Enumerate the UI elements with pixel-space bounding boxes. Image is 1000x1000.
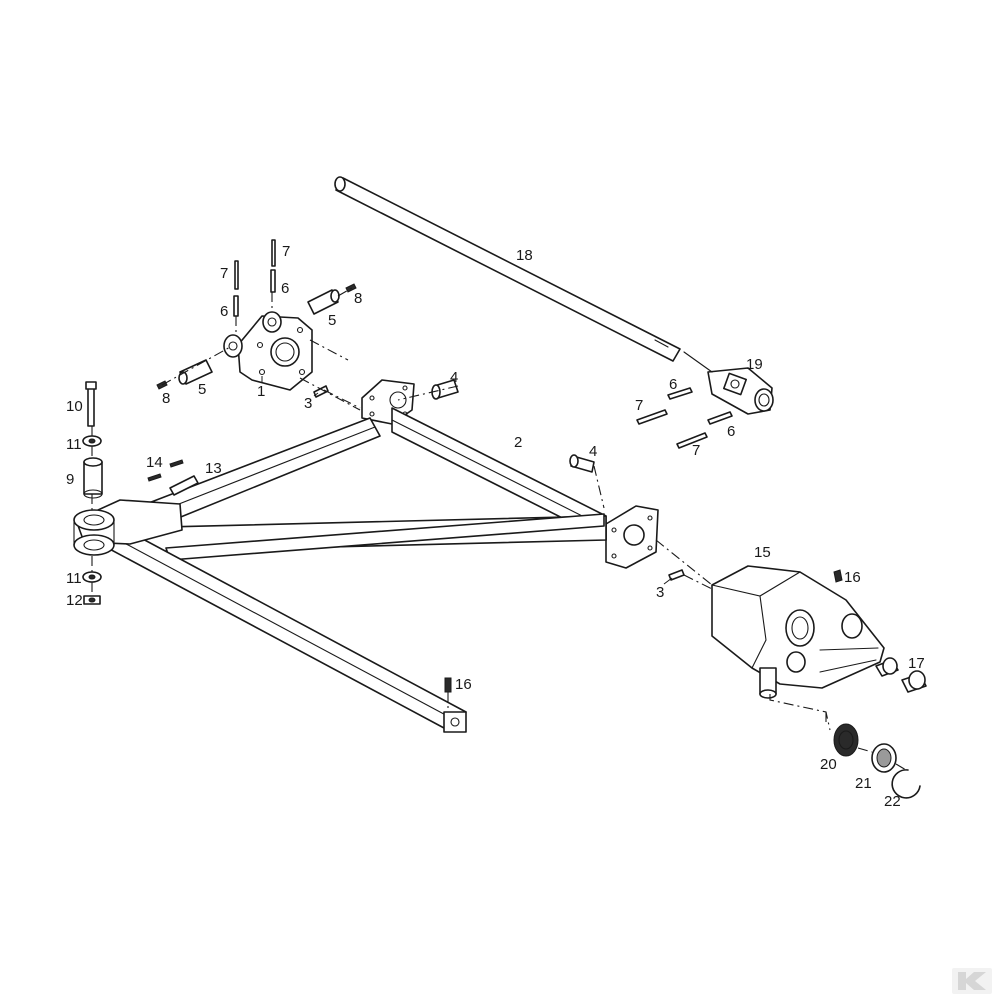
part-5-bushing-left <box>178 359 213 385</box>
callout-8-left: 8 <box>162 390 170 407</box>
callout-4-upper: 4 <box>450 369 458 386</box>
part-5-bushing-right <box>307 289 340 315</box>
callouts: 1 2 3 3 4 4 5 5 6 6 6 6 7 7 7 7 8 8 9 10… <box>66 243 925 810</box>
callout-7-joint-upper: 7 <box>635 397 643 414</box>
part-6-pin-right <box>270 269 276 293</box>
callout-8-right: 8 <box>354 290 362 307</box>
assembly-axis-lines <box>91 287 907 771</box>
callout-11-upper: 11 <box>66 436 82 453</box>
part-6-pin-left <box>233 295 239 317</box>
callout-9: 9 <box>66 471 74 488</box>
part-15-gearbox-housing <box>711 565 885 699</box>
part-16-grease-nipple-housing <box>833 569 843 583</box>
callout-5-left: 5 <box>198 381 206 398</box>
part-19-universal-joint <box>683 351 774 415</box>
part-7-pin-left <box>234 260 239 290</box>
callout-17: 17 <box>908 655 925 672</box>
callout-6-joint-lower: 6 <box>727 423 735 440</box>
part-14-clip-lower <box>147 473 162 482</box>
part-12-nut <box>83 595 101 605</box>
callout-19: 19 <box>746 356 763 373</box>
part-21-bearing <box>871 743 897 773</box>
part-9-spacer-tube <box>83 457 103 499</box>
part-7-roll-pin-right-lower <box>676 432 708 449</box>
part-11-washer-upper <box>82 435 102 447</box>
callout-3-upper: 3 <box>304 395 312 412</box>
part-20-bevel-gear <box>833 723 859 757</box>
part-1-bracket <box>223 311 313 391</box>
callout-7-left: 7 <box>220 265 228 282</box>
part-4-bolt-lower <box>569 454 595 473</box>
callout-16-arm: 16 <box>455 676 472 693</box>
part-11-washer-lower <box>82 571 102 583</box>
part-2-a-frame <box>73 379 659 733</box>
callout-5-right: 5 <box>328 312 336 329</box>
callout-14: 14 <box>146 454 163 471</box>
callout-16-housing: 16 <box>844 569 861 586</box>
part-18-drive-shaft <box>334 176 681 362</box>
part-17-bushing-b <box>901 670 927 693</box>
callout-15: 15 <box>754 544 771 561</box>
callout-7-joint-lower: 7 <box>692 442 700 459</box>
part-13-pin <box>169 475 199 496</box>
callout-21: 21 <box>855 775 872 792</box>
part-6-roll-pin-right-upper <box>667 387 693 400</box>
callout-20: 20 <box>820 756 837 773</box>
part-22-circlip <box>891 769 921 799</box>
callout-12: 12 <box>66 592 83 609</box>
brand-logo <box>952 968 992 994</box>
part-10-bolt <box>85 381 97 427</box>
part-17-bushing-a <box>875 657 899 677</box>
part-7-roll-pin-right-upper <box>636 409 668 425</box>
part-16-grease-nipple-arm <box>444 677 452 693</box>
callout-11-lower: 11 <box>66 570 82 587</box>
callout-7-right: 7 <box>282 243 290 260</box>
callout-3-lower: 3 <box>656 584 664 601</box>
callout-22: 22 <box>884 793 901 810</box>
part-7-pin-right <box>271 239 276 267</box>
callout-2: 2 <box>514 434 522 451</box>
callout-1: 1 <box>257 383 265 400</box>
callout-6-left: 6 <box>220 303 228 320</box>
callout-6-right: 6 <box>281 280 289 297</box>
part-14-clip-upper <box>169 459 184 468</box>
part-6-roll-pin-right-lower <box>707 411 733 425</box>
callout-18: 18 <box>516 247 533 264</box>
callout-13: 13 <box>205 460 222 477</box>
callout-10: 10 <box>66 398 83 415</box>
callout-4-lower: 4 <box>589 443 597 460</box>
callout-6-joint-upper: 6 <box>669 376 677 393</box>
